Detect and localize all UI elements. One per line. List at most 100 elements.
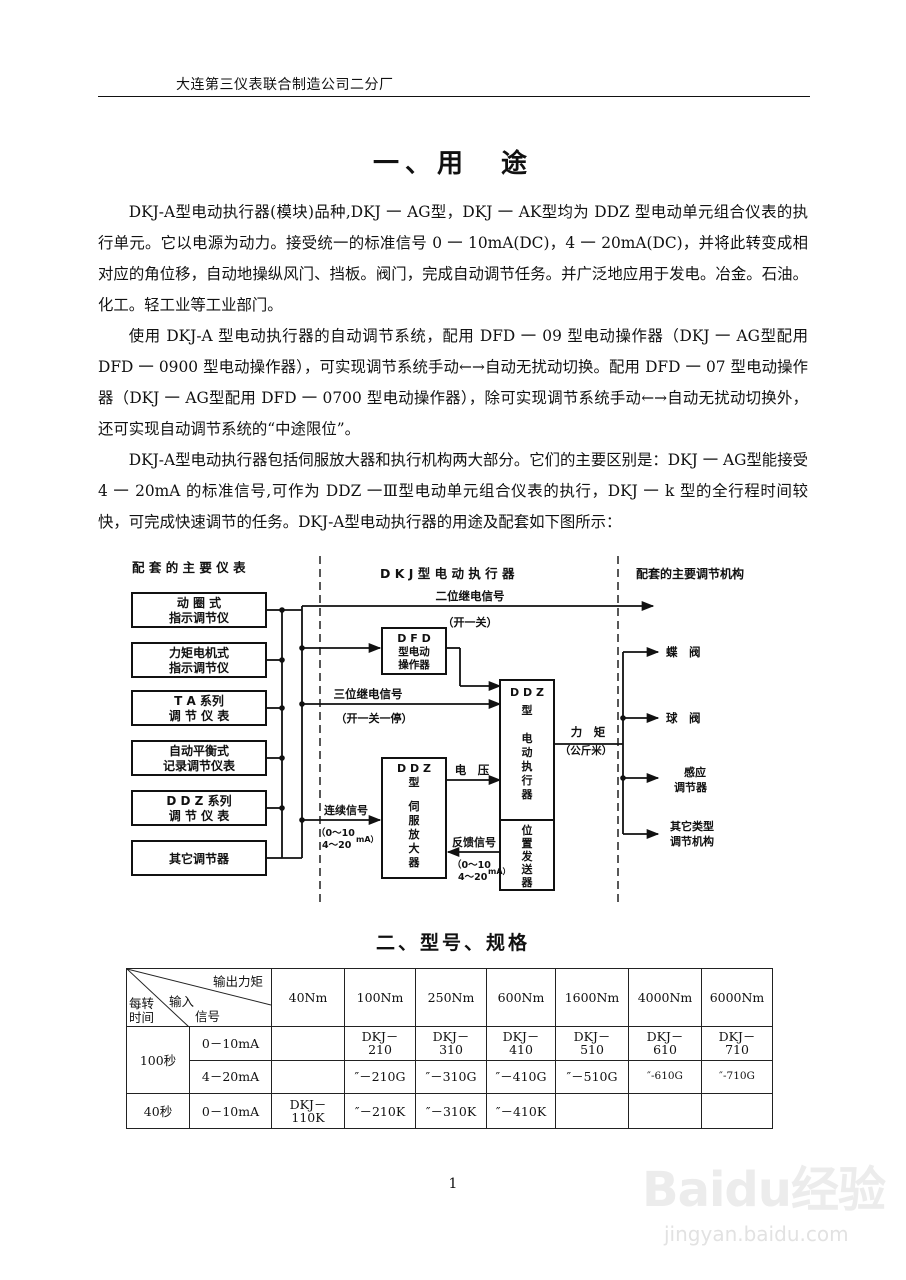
- corner-input-label-b: 信号: [195, 1009, 221, 1024]
- time-100-label: 100秒: [127, 1027, 190, 1093]
- instrument-6-line-1: 其它调节器: [169, 851, 230, 866]
- torque-header: 6000Nm: [701, 968, 773, 1027]
- torque-header: 250Nm: [415, 968, 487, 1027]
- usage-diagram: 配 套 的 主 要 仪 表 D K J 型 电 动 执 行 器 配套的主要调节机…: [131, 556, 744, 904]
- table-cell: DKJ－ 510: [555, 1026, 629, 1061]
- table-cell: DKJ－ 310: [415, 1026, 487, 1061]
- table-cell: [555, 1093, 629, 1129]
- paragraph-3: DKJ-A型电动执行器包括伺服放大器和执行机构两大部分。它们的主要区别是：DKJ…: [98, 451, 808, 531]
- table-cell: DKJ－ 210: [344, 1026, 416, 1061]
- table-corner-cell: 输出力矩 输入 信号 每转 时间: [126, 968, 272, 1027]
- signal-continuous-sub-2: 4～20: [322, 840, 352, 851]
- actuator-box-line-5: 执: [522, 759, 533, 773]
- table-row: 40秒 0－10mA DKJ－ 110K ″－210K ″－310K ″－410…: [126, 1093, 773, 1129]
- position-box-line-1: 位: [522, 823, 533, 837]
- torque-header: 4000Nm: [628, 968, 702, 1027]
- diagram-center-heading: D K J 型 电 动 执 行 器: [380, 566, 515, 581]
- page-header: 大连第三仪表联合制造公司二分厂: [176, 77, 394, 93]
- actuator-box-line-7: 器: [521, 788, 534, 801]
- torque-header: 1600Nm: [555, 968, 629, 1027]
- actuator-box-line-3: 电: [522, 731, 533, 745]
- watermark: Baidu经验 jingyan.baidu.com: [642, 1150, 892, 1270]
- signal-feedback-sub-2: 4～20: [458, 872, 488, 883]
- table-row: 100秒 0－10mA 4－20mA DKJ－ 210 DKJ－ 310 DKJ…: [126, 1026, 773, 1094]
- corner-input-label-a: 输入: [169, 994, 195, 1009]
- position-box-line-3: 发: [521, 849, 534, 863]
- servo-box-line-1: D D Z: [397, 762, 431, 775]
- position-box-line-2: 置: [522, 837, 533, 850]
- signal-three-position: 三位继电信号: [334, 687, 403, 701]
- position-box-line-4: 送: [521, 862, 534, 876]
- actuator-box-line-1: D D Z: [510, 686, 544, 699]
- body-text: DKJ-A型电动执行器(模块)品种,DKJ 一 AG型，DKJ 一 AK型均为 …: [98, 197, 808, 538]
- signal-two-position: 二位继电信号: [436, 589, 505, 603]
- instrument-1-line-1: 动 圈 式: [177, 595, 221, 610]
- servo-box-line-3: 伺: [408, 799, 420, 813]
- table-cell: ″-610G: [628, 1059, 702, 1094]
- instrument-2-line-2: 指示调节仪: [169, 660, 230, 675]
- table-cell: ″－210G: [344, 1059, 416, 1094]
- table-cell: DKJ－ 610: [628, 1026, 702, 1061]
- corner-time-label-a: 每转: [129, 996, 155, 1011]
- table-header-row: 输出力矩 输入 信号 每转 时间 40Nm 100Nm 250Nm 600Nm …: [126, 968, 773, 1027]
- table-cell: ″－310G: [415, 1059, 487, 1094]
- signal-continuous-sub-1: （0～10: [316, 827, 355, 839]
- instrument-1-line-2: 指示调节仪: [169, 610, 230, 625]
- torque-header: 40Nm: [271, 968, 345, 1027]
- diagram-right-heading: 配套的主要调节机构: [636, 566, 744, 581]
- torque-header: 100Nm: [344, 968, 416, 1027]
- corner-diagonals: [127, 969, 271, 1027]
- section-title-model: 二、型号、规格: [375, 932, 530, 954]
- servo-box-line-4: 服: [409, 814, 421, 827]
- instrument-5-line-2: 调 节 仪 表: [169, 808, 231, 823]
- table-cell: DKJ－ 710: [701, 1026, 773, 1061]
- instrument-3-line-1: T A 系列: [174, 693, 224, 708]
- watermark-url: jingyan.baidu.com: [664, 1222, 849, 1246]
- table-cell: [271, 1026, 345, 1061]
- signal-feedback-unit: mA）: [488, 866, 511, 876]
- table-cell: DKJ－ 410: [486, 1026, 556, 1061]
- servo-box-line-6: 大: [409, 841, 420, 855]
- signal-voltage: 电 压: [455, 763, 490, 777]
- diagram-left-heading: 配 套 的 主 要 仪 表: [132, 560, 246, 575]
- time-40-label: 40秒: [127, 1094, 190, 1128]
- table-cell: [271, 1059, 345, 1094]
- signal-two-position-sub: （开一关）: [443, 615, 498, 629]
- time-40-group: 40秒 0－10mA: [126, 1093, 272, 1129]
- table-cell: ″－410K: [486, 1093, 556, 1129]
- table-cell: ″－210K: [344, 1093, 416, 1129]
- watermark-logo: Baidu经验: [642, 1162, 886, 1218]
- signal-continuous-unit: mA）: [356, 834, 379, 844]
- table-cell: [701, 1093, 773, 1129]
- section-title-usage: 一、用 途: [372, 149, 533, 179]
- mechanism-1: 蝶 阀: [666, 645, 701, 659]
- signal-4-20-label: 4－20mA: [201, 1069, 260, 1085]
- signal-torque-unit: （公斤米）: [560, 744, 613, 757]
- diagram-boxes: [131, 592, 555, 891]
- table-cell: ″－410G: [486, 1059, 556, 1094]
- signal-0-10-label: 0－10mA: [201, 1103, 260, 1119]
- paragraph-2: 使用 DKJ-A 型电动执行器的自动调节系统，配用 DFD 一 09 型电动操作…: [98, 327, 808, 438]
- spec-table: 输出力矩 输入 信号 每转 时间 40Nm 100Nm 250Nm 600Nm …: [126, 968, 773, 1129]
- signal-continuous: 连续信号: [324, 803, 368, 817]
- torque-header: 600Nm: [486, 968, 556, 1027]
- table-cell: ″-710G: [701, 1059, 773, 1094]
- mechanism-3-line-1: 感应: [684, 765, 706, 779]
- instrument-4-line-1: 自动平衡式: [169, 743, 229, 758]
- mechanism-2: 球 阀: [666, 711, 701, 725]
- signal-feedback: 反馈信号: [452, 835, 496, 849]
- dfd-box-line-2: 型电动: [398, 645, 430, 658]
- dfd-box-line-1: D F D: [397, 632, 430, 645]
- page-number: 1: [448, 1176, 458, 1192]
- corner-time-label-b: 时间: [129, 1010, 155, 1025]
- mechanism-3-line-2: 调节器: [674, 780, 708, 794]
- position-box-line-5: 器: [521, 876, 534, 889]
- actuator-box-line-6: 行: [521, 773, 533, 787]
- signal-0-10-label: 0－10mA: [190, 1027, 271, 1061]
- table-cell: DKJ－ 110K: [271, 1093, 345, 1129]
- corner-output-label: 输出力矩: [212, 974, 263, 989]
- dfd-box-line-3: 操作器: [398, 658, 430, 671]
- actuator-box-line-2: 型: [522, 703, 533, 717]
- paragraph-1: DKJ-A型电动执行器(模块)品种,DKJ 一 AG型，DKJ 一 AK型均为 …: [98, 203, 808, 314]
- instrument-3-line-2: 调 节 仪 表: [169, 708, 231, 723]
